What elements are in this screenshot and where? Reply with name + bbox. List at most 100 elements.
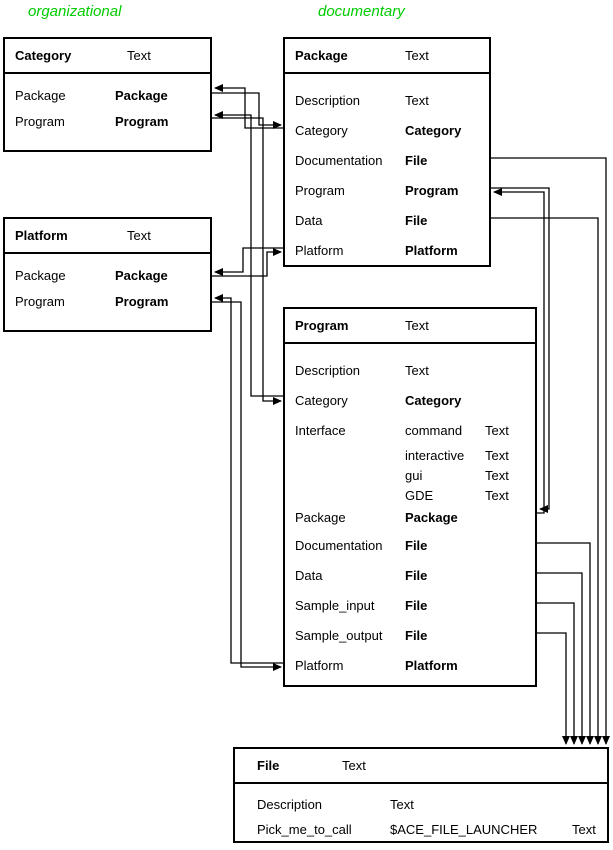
entity-type: Text [127, 228, 151, 243]
entity-box-category: Category Text Package Package Program Pr… [3, 37, 212, 152]
field-label: Documentation [295, 537, 383, 553]
field-label: Category [295, 122, 348, 138]
field-type: File [405, 597, 428, 613]
field-label: Package [295, 510, 346, 525]
entity-type: Text [405, 318, 429, 333]
entity-type: Text [342, 758, 366, 773]
field-type: File [405, 567, 428, 583]
field-row-description: Description Text [235, 792, 607, 817]
field-type: Text [390, 797, 414, 812]
field-label: Description [295, 92, 361, 108]
field-row-program: Program Program [285, 175, 489, 205]
field-type: Package [405, 510, 458, 525]
field-row-interface-interactive: interactive Text [285, 445, 535, 465]
field-label: Package [15, 87, 66, 103]
field-type: Program [115, 113, 169, 129]
entity-header: File Text [235, 749, 607, 784]
field-subname: GDE [405, 487, 434, 503]
entity-box-file: File Text Description Text Pick_me_to_ca… [233, 747, 609, 843]
field-label: Category [295, 392, 348, 408]
field-type: File [405, 537, 428, 553]
field-label: Program [295, 182, 345, 198]
field-type: Category [405, 122, 462, 138]
entity-name: Platform [15, 228, 68, 243]
field-row-documentation: Documentation File [285, 530, 535, 560]
arrow-program-to-category [214, 111, 283, 397]
arrow-category-to-program [212, 117, 282, 405]
field-type: Text [572, 822, 596, 837]
field-type: Text [485, 487, 509, 503]
entity-header: Package Text [285, 39, 489, 74]
field-label: Program [15, 293, 65, 309]
field-label: Platform [295, 657, 344, 673]
field-subname: interactive [405, 447, 465, 463]
field-value: $ACE_FILE_LAUNCHER [390, 822, 538, 837]
entity-box-package: Package Text Description Text Category C… [283, 37, 491, 267]
entity-name: Category [15, 48, 72, 63]
field-label: Interface [295, 422, 346, 438]
entity-rows: Package Package Program Program [5, 74, 210, 134]
entity-box-program: Program Text Description Text Category C… [283, 307, 537, 687]
arrow-program-to-platform [214, 294, 283, 664]
field-label: Data [295, 212, 323, 228]
field-type: Text [485, 422, 509, 438]
arrow-program-sample-output-to-file [537, 632, 570, 745]
entity-name: File [257, 758, 280, 773]
entity-rows: Description Text Category Category Docum… [285, 74, 489, 265]
field-type: Program [405, 182, 459, 198]
field-label: Sample_output [295, 627, 383, 643]
entity-type: Text [405, 48, 429, 63]
field-type: Text [485, 467, 509, 483]
field-type: Text [405, 362, 429, 378]
field-row-pick-me-to-call: Pick_me_to_call $ACE_FILE_LAUNCHER Text [235, 817, 607, 842]
section-header-documentary: documentary [318, 3, 405, 20]
entity-rows: Description Text Pick_me_to_call $ACE_FI… [235, 784, 607, 842]
arrow-platform-to-package [212, 248, 282, 277]
field-type: Text [485, 447, 509, 463]
field-row-package: Package Package [5, 262, 210, 288]
arrow-package-to-platform [214, 247, 283, 276]
entity-header: Platform Text [5, 219, 210, 254]
field-row-package: Package Package [285, 505, 535, 530]
entity-type: Text [127, 48, 151, 63]
entity-header: Program Text [285, 309, 535, 344]
field-row-description: Description Text [285, 355, 535, 385]
entity-rows: Description Text Category Category Inter… [285, 344, 535, 680]
field-type: Text [405, 92, 429, 108]
arrow-program-data-to-file [537, 572, 586, 745]
field-label: Package [15, 267, 66, 283]
field-row-program: Program Program [5, 108, 210, 134]
field-row-sample-input: Sample_input File [285, 590, 535, 620]
field-label: Data [295, 567, 323, 583]
field-type: Platform [405, 242, 458, 258]
field-label: Platform [295, 242, 344, 258]
entity-box-platform: Platform Text Package Package Program Pr… [3, 217, 212, 332]
field-row-interface-gui: gui Text [285, 465, 535, 485]
arrow-program-documentation-to-file [537, 542, 594, 745]
arrow-platform-to-program [212, 301, 282, 671]
field-label: Description [257, 797, 323, 812]
field-type: Category [405, 392, 462, 408]
field-row-data: Data File [285, 560, 535, 590]
field-row-platform: Platform Platform [285, 235, 489, 265]
field-row-description: Description Text [285, 85, 489, 115]
field-label: Pick_me_to_call [257, 822, 352, 837]
field-row-package: Package Package [5, 82, 210, 108]
entity-name: Package [295, 48, 348, 63]
field-row-category: Category Category [285, 385, 535, 415]
field-row-program: Program Program [5, 288, 210, 314]
field-subname: gui [405, 467, 423, 483]
field-row-interface-command: Interface command Text [285, 415, 535, 445]
field-row-data: Data File [285, 205, 489, 235]
field-row-sample-output: Sample_output File [285, 620, 535, 650]
field-label: Description [295, 362, 361, 378]
field-subname: command [405, 422, 463, 438]
entity-name: Program [295, 318, 349, 333]
arrow-program-sample-input-to-file [537, 602, 578, 745]
arrow-package-to-category [214, 84, 283, 129]
field-type: File [405, 627, 428, 643]
field-row-documentation: Documentation File [285, 145, 489, 175]
entity-rows: Package Package Program Program [5, 254, 210, 314]
field-type: Package [115, 267, 168, 283]
field-row-category: Category Category [285, 115, 489, 145]
